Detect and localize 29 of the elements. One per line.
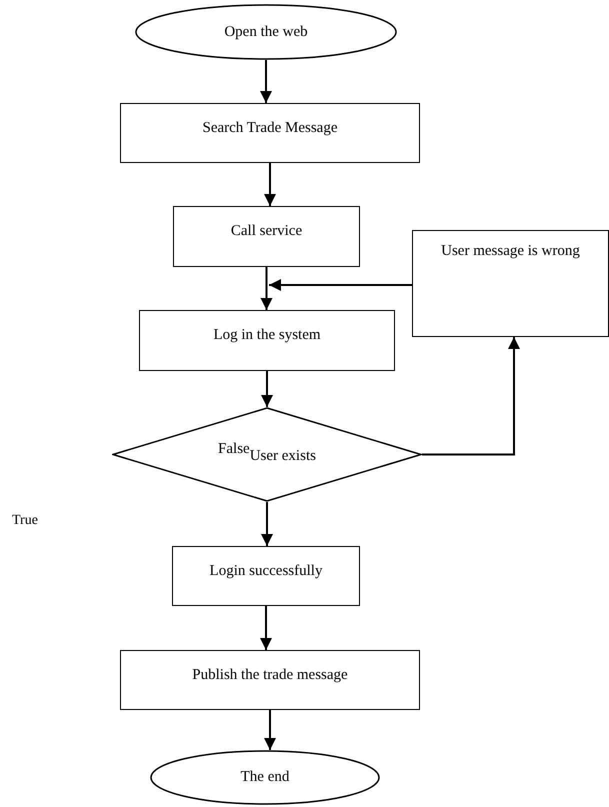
- node-label: Call service: [230, 223, 304, 240]
- node-label: Search Trade Message: [202, 120, 338, 136]
- branch-label: False: [218, 442, 250, 457]
- arrow: [269, 279, 412, 291]
- end-ellipse: [150, 750, 380, 805]
- process-box: [120, 650, 420, 710]
- start-ellipse: [135, 4, 397, 60]
- arrow: [264, 163, 276, 206]
- arrow: [264, 710, 276, 750]
- node-label: Login successfully: [208, 562, 324, 580]
- arrow: [261, 371, 273, 407]
- node-label: Publish the trade message: [191, 666, 349, 684]
- node-label: Log in the system: [212, 327, 322, 344]
- arrow: [260, 267, 272, 310]
- node-label: User exists: [250, 449, 316, 464]
- process-box: [139, 310, 395, 371]
- process-box: [120, 103, 420, 163]
- node-label: Open the web: [223, 24, 309, 40]
- process-box: [412, 230, 609, 337]
- node-label: User message is wrong: [440, 243, 580, 260]
- node-label: The end: [240, 769, 290, 786]
- process-box: [173, 206, 360, 267]
- arrow: [422, 337, 520, 456]
- branch-label: True: [12, 514, 38, 528]
- process-box: [172, 546, 360, 606]
- decision-diamond: [112, 407, 422, 502]
- arrow: [260, 606, 272, 650]
- arrow: [261, 502, 273, 546]
- arrow: [260, 60, 272, 103]
